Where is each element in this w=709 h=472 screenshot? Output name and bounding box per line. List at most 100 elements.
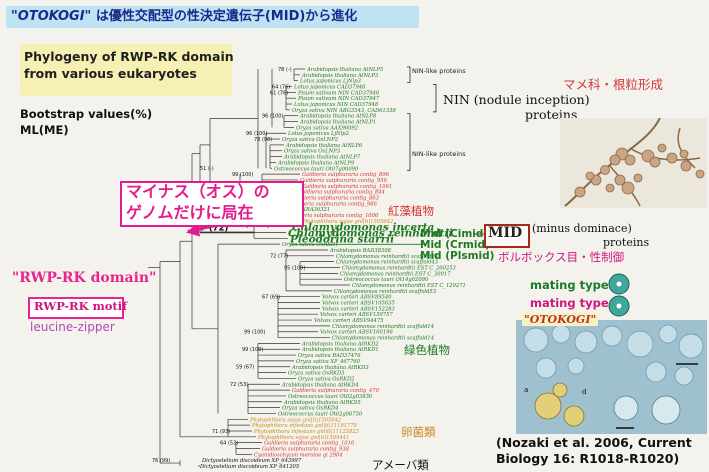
red-algae-label: 紅藻植物	[388, 204, 434, 218]
green-plants-label: 緑色植物	[404, 343, 450, 357]
taxon-label: Chlamydomonas reinhardtii scaffold53	[334, 289, 437, 295]
amoebozoa-label: アメーバ類	[372, 458, 429, 472]
taxon-label: Volvox carteri ABSV160196	[320, 330, 393, 336]
bootstrap-value: 59 (67)	[236, 365, 254, 371]
citation: (Nozaki et al. 2006, Current Biology 16:…	[496, 435, 692, 467]
taxon-label: Chlamydomonas reinhardtii scaffold14	[332, 324, 434, 330]
taxon-label: Arabidopsis BAD38308	[329, 248, 392, 254]
taxon-label: Arabidopsis thaliana AtNLP1	[299, 120, 376, 126]
citation-line-1: (Nozaki et al. 2006, Current	[496, 435, 692, 450]
node-main-label: 57 (72)	[194, 223, 229, 233]
bootstrap-value: 78 (-)	[278, 67, 292, 73]
taxon-label: Volvox carteri ABSV89540	[322, 295, 392, 301]
taxon-label: Arabidopsis thaliana AtNLP6	[285, 143, 363, 149]
slide-title: "OTOKOGI" は優性交配型の性決定遺伝子(MID)から進化	[6, 6, 419, 28]
taxon-label: Phytophthora sojae gnl|ti|1505642	[249, 417, 341, 423]
taxon-label: Chlamydomonas reinhardtii scaffold14	[332, 336, 434, 342]
oomycetes-label: 卵菌類	[401, 425, 436, 439]
volvocales-label: ボルボックス目・性制御	[498, 250, 625, 264]
mid-label: MID	[488, 225, 523, 241]
taxon-label: Chlamydomonas reinhardtii EST C_260253	[342, 266, 456, 272]
taxon-label: Galdieria sulphuraria contig_938	[262, 446, 350, 452]
svg-text:a: a	[524, 386, 528, 394]
bootstrap-value: 78 (90)	[254, 137, 272, 143]
taxon-label: Arabidopsis thaliana AtRKD2	[301, 341, 379, 347]
callout-line-1: マイナス（オス）の	[126, 182, 270, 201]
taxon-label: Lotus japonicus LjNlp2	[287, 131, 349, 137]
mid-crmid-label: Mid (Crmid)	[420, 239, 490, 251]
taxon-label: Ostreococcus tauri Ot02g03830	[288, 394, 373, 400]
taxon-label: Arabidopsis thaliana AtRKD1	[301, 347, 379, 353]
mating-type-minus-label: mating type −	[530, 296, 623, 310]
taxon-label: Volvox carteri ABSV159757	[320, 312, 393, 318]
clade-bracket	[433, 84, 437, 113]
bootstrap-value: 99 (100)	[232, 172, 253, 178]
mid-description-proteins: proteins	[603, 236, 650, 249]
taxon-label: Phytophthora infestans gnl|ti|11191770	[251, 423, 358, 429]
mating-type-cells-icon	[608, 273, 630, 317]
bootstrap-value: 95 (100)	[284, 265, 305, 271]
taxon-label: Volvox carteri ABSV94475	[314, 318, 383, 324]
taxon-label: Phytophthora sojae gnl|ti|1509441	[257, 435, 349, 441]
leucine-zipper-label: leucine-zipper	[30, 320, 115, 334]
taxon-label: Ostreococcus tauri Ot02g06750	[278, 411, 363, 417]
callout-box	[120, 181, 304, 227]
taxon-label: Oryza sativa BAD37476	[298, 353, 361, 359]
bootstrap-value: 99 (100)	[242, 347, 263, 353]
phylogeny-title-line-2: from various eukaryotes	[24, 66, 197, 81]
taxon-label: Oryza sativa NIN ABG3343, CAD61338	[292, 108, 396, 114]
taxon-label: Phytophthora sojae gnl|ti|1505642	[301, 219, 393, 225]
mid-box	[484, 224, 530, 248]
taxon-label: Oryza sativa XP_467760	[296, 359, 361, 365]
taxon-label: Ostreococcus tauri Ot07g00090	[274, 166, 359, 172]
taxon-label: Galdieria sulphuraria contig_956	[300, 178, 388, 184]
taxon-label: Arabidopsis thaliana AtNLP9	[277, 160, 355, 166]
taxon-label: Chlamydomonas reinhardtii scaffold24	[336, 254, 438, 260]
taxon-label: Galdieria sulphuraria contig_470	[292, 388, 380, 394]
bootstrap-value: 64 (76)	[272, 84, 290, 90]
bootstrap-value: 76 (99)	[152, 458, 170, 464]
taxon-label: Oryza sativa OsLNP3	[284, 149, 341, 155]
callout-text: マイナス（オス）の ゲノムだけに局在	[126, 181, 270, 223]
bootstrap-value: 67 (69)	[262, 295, 280, 301]
taxon-label: Pisum sativum NIN CAD37946	[297, 90, 380, 96]
callout-line-2: ゲノムだけに局在	[126, 203, 254, 222]
mid-cimid-label: Mid (Cimid)	[420, 228, 489, 240]
mid-taxon-label: Chlamydomonas reinhardtii	[288, 227, 452, 239]
mid-taxon-label: Chlamydomonas incerta	[292, 222, 435, 234]
rwp-domain-label: "RWP-RK domain"	[12, 270, 157, 286]
taxon-label: Oryza sativa OsRKD4	[282, 406, 338, 412]
mid-psmid-label: Mid (Plsmid)	[420, 250, 495, 262]
taxon-label: Oryza sativa OsLNP2	[282, 137, 338, 143]
bootstrap-value: 61 (76)	[270, 90, 288, 96]
bootstrap-value: 96 (100)	[262, 114, 283, 120]
taxon-label: Arabidopsis thaliana AtNLP7	[283, 155, 361, 161]
taxon-label: Galdieria sulphuraria contig_1016	[264, 441, 355, 447]
taxon-label: Oryza sativa OsRKD3	[288, 371, 345, 377]
bootstrap-value: 71 (93)	[212, 429, 230, 435]
bootstrap-value: 72 (53)	[230, 382, 248, 388]
taxon-label: Oryza sativa OsRKD1	[282, 242, 338, 248]
bootstrap-legend-line-1: Bootstrap values(%)	[20, 107, 153, 121]
taxon-label: Arabidopsis thaliana AtRKD5	[283, 400, 361, 406]
taxon-label: Galdieria sulphuraria contig_863	[292, 195, 380, 201]
mating-type-plus-label: mating type +	[530, 278, 623, 292]
svg-text:d: d	[582, 388, 586, 396]
taxon-label: Galdieria sulphuraria contig_1061	[302, 184, 392, 190]
citation-line-2: Biology 16: R1018-R1020)	[496, 451, 680, 466]
legume-nodulation-label: マメ科・根粒形成	[563, 77, 664, 92]
taxon-label: Phytophthora infestans gnl|ti|11125823	[253, 429, 360, 435]
taxon-label: Chlamydomonas reinhardtii EST C_30017	[340, 271, 451, 277]
taxon-label: Chlamydomonas reinhardtii EST C_120271	[352, 283, 466, 289]
taxon-label: Dictyostelium discoideum XP_641205	[199, 464, 299, 470]
taxon-label: Lotus japonicus NIN CAD37948	[293, 102, 379, 108]
taxon-label: Volvox carteri ABSV105635	[322, 301, 395, 307]
phylogeny-title-line-1: Phylogeny of RWP-RK domain	[24, 49, 234, 64]
taxon-label: Oryza sativa OsRKD2	[298, 376, 354, 382]
taxon-label: Galdieria sulphuraria contig_844	[298, 190, 385, 196]
phylogeny-title-box	[20, 44, 232, 96]
rwp-motif-label: RWP-RK motif	[34, 299, 128, 313]
